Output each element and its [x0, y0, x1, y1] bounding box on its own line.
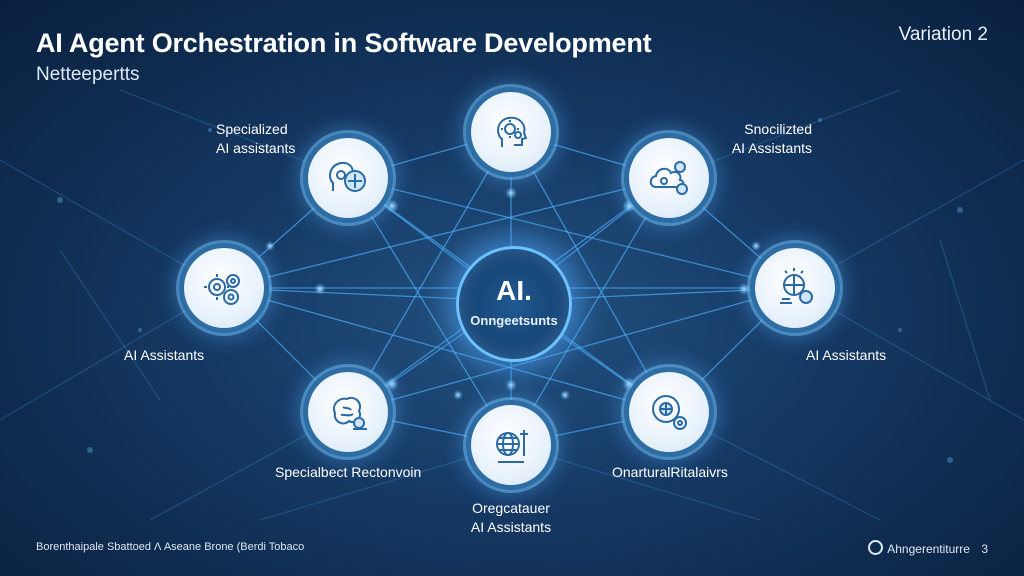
label-top-left: Specialized AI assistants: [216, 120, 295, 158]
agent-node-top-right[interactable]: [629, 138, 709, 218]
label-top-right-line2: AI Assistants: [731, 140, 812, 156]
footer-caption: Borenthaipale Sbattoed Λ Aseane Brone (B…: [36, 541, 305, 553]
agent-node-bottom[interactable]: [471, 405, 551, 485]
footer-brand-text: Ahngerentiturre: [887, 542, 970, 556]
globe-tools-icon: [496, 430, 528, 463]
brain-gears-icon: [333, 397, 367, 430]
agent-node-left[interactable]: [184, 248, 264, 328]
head-circuit-icon: [652, 395, 687, 430]
hub-title: AI.: [496, 275, 532, 306]
gears-cluster-icon: [204, 274, 240, 305]
label-bottom-left: Specialbect Rectonvoin: [275, 464, 422, 480]
label-top-left-line2: AI assistants: [216, 140, 296, 156]
cloud-gears-icon: [649, 161, 688, 195]
agent-node-bottom-left[interactable]: [308, 372, 388, 452]
gear-network-icon: [780, 268, 813, 304]
label-top-left-line1: Specialized: [216, 121, 288, 137]
label-bottom-center-line2: AI Assistants: [470, 519, 552, 535]
page-subtitle: Netteepertts: [36, 64, 140, 85]
head-robot-icon: [328, 161, 366, 192]
agent-node-top-left[interactable]: [308, 138, 388, 218]
label-bottom-center: Oregcatauer AI Assistants: [460, 499, 562, 537]
brand-logo-icon: [868, 540, 884, 555]
head-gears-icon: [497, 116, 528, 147]
footer-brand: Ahngerentiturre 3: [868, 540, 988, 556]
hub-subtitle: Onngeetsunts: [470, 313, 558, 328]
agent-node-right[interactable]: [755, 248, 835, 328]
page-title: AI Agent Orchestration in Software Devel…: [36, 28, 652, 58]
label-top-right: Snocilizted AI Assistants: [722, 120, 812, 158]
label-top-right-line1: Snocilizted: [744, 121, 812, 137]
page-number: 3: [981, 542, 988, 556]
label-mid-left: AI Assistants: [124, 347, 205, 363]
orchestrator-hub[interactable]: AI. Onngeetsunts: [456, 246, 572, 362]
label-bottom-center-line1: Oregcatauer: [472, 500, 550, 516]
variation-label: Variation 2: [898, 24, 988, 45]
label-bottom-right: OnarturalRitalaivrs: [612, 464, 728, 480]
label-mid-right: AI Assistants: [806, 347, 887, 363]
agent-node-top[interactable]: [471, 92, 551, 172]
agent-node-bottom-right[interactable]: [629, 372, 709, 452]
